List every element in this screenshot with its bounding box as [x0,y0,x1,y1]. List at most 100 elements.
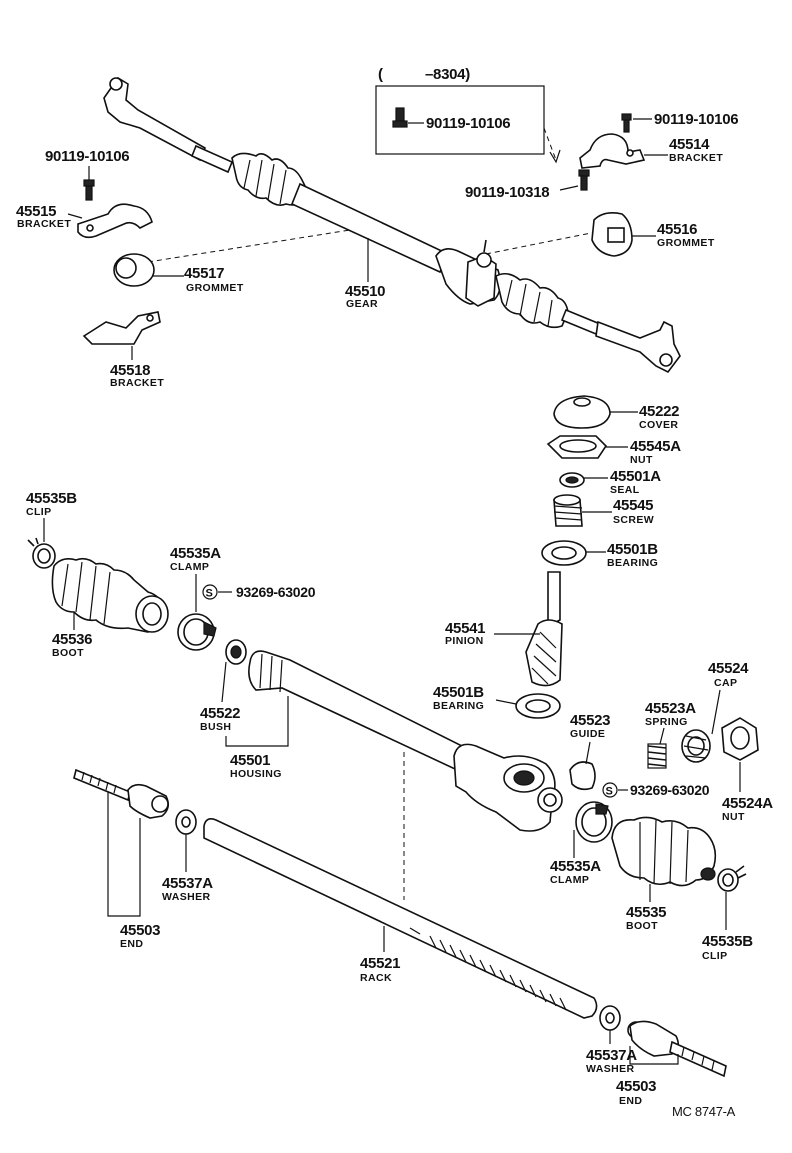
guide-45523-drawing [569,761,596,791]
part-name: SEAL [610,484,640,496]
bush-45522-drawing [225,639,247,665]
part-name: CLAMP [550,874,589,886]
part-number: 45514 [669,136,710,153]
part-number: 45524 [708,660,749,677]
part-number: 45524A [722,795,773,812]
boot-45536-drawing [51,557,169,633]
part-number: 45515 [16,203,56,220]
cap-45524-drawing [681,729,711,763]
clamp-45535A-left-drawing [177,613,217,651]
housing-45501-drawing [248,650,563,900]
grommet-45516-drawing [591,212,633,257]
bolt-icon [578,169,590,191]
part-name: BRACKET [110,377,164,389]
part-number: 45517 [184,265,224,282]
part-number: 90119-10106 [426,115,510,132]
diagram-code: MC 8747-A [672,1104,736,1119]
part-name: BRACKET [669,152,723,164]
bracket-45514-drawing [579,133,646,169]
part-number: 45535A [550,858,601,875]
nut-45545A-drawing [546,435,608,459]
part-number: 93269-63020 [630,782,710,798]
part-name: NUT [722,811,745,823]
clamp-45535A-right-drawing [575,801,613,843]
part-number: 90119-10318 [465,184,549,201]
service-mark-93269-upper: S 93269-63020 [202,584,316,600]
part-number: 45523A [645,700,696,717]
part-number: 45516 [657,221,697,238]
part-number: 45535B [26,490,77,507]
clip-45535B-left-drawing [27,537,56,569]
bearing-45501B-upper-drawing [541,540,587,566]
part-name: GUIDE [570,728,605,740]
part-name: CAP [714,677,737,689]
part-number: 45545A [630,438,681,455]
part-name: END [619,1095,642,1107]
part-name: SPRING [645,716,688,728]
part-number: 90119-10106 [45,148,129,165]
part-name: BRACKET [17,218,71,230]
part-name: CLAMP [170,561,209,573]
part-number: 45537A [586,1047,637,1064]
rack-45521-drawing [203,818,598,1019]
spring-45523A-drawing [647,743,667,769]
part-name: END [120,938,143,950]
part-name: NUT [630,454,653,466]
part-number: 45541 [445,620,485,637]
part-name: BEARING [607,557,658,569]
part-name: COVER [639,419,678,431]
part-name: BEARING [433,700,484,712]
part-name: CLIP [702,950,728,962]
part-name: GEAR [346,298,378,310]
part-number: 45536 [52,631,92,648]
bolt-icon [83,179,95,201]
steering-gear-assembly-drawing [103,76,681,374]
part-number: 45222 [639,403,679,420]
service-mark-icon: S [206,588,214,600]
bearing-45501B-lower-drawing [515,693,561,719]
tie-rod-end-left-drawing [73,768,170,819]
part-name: WASHER [586,1063,635,1075]
part-number: 93269-63020 [236,584,316,600]
part-name: WASHER [162,891,211,903]
part-number: 45510 [345,283,385,300]
clip-45535B-right-drawing [717,865,747,892]
part-number: 45518 [110,362,150,379]
part-number: 45523 [570,712,610,729]
part-name: BOOT [52,647,84,659]
part-number: 45521 [360,955,400,972]
tie-rod-end-right-drawing [627,1020,727,1078]
pinion-45541-drawing [525,571,563,687]
part-number: 45501 [230,752,270,769]
part-number: 45535B [702,933,753,950]
part-name: GROMMET [186,282,244,294]
bracket-45515-drawing [77,203,153,239]
bolt-icon [621,113,632,133]
washer-45537A-right-drawing [599,1005,621,1031]
part-number: 90119-10106 [654,111,738,128]
part-number: 45537A [162,875,213,892]
part-number: 45501B [433,684,484,701]
part-number: 45503 [616,1078,656,1095]
bracket-45518-drawing [82,311,161,345]
bolt-icon [392,107,408,128]
date-range-box [375,85,545,155]
service-mark-icon: S [606,786,614,798]
grommet-45517-drawing [113,253,155,287]
part-name: RACK [360,972,392,984]
nut-45524A-drawing [721,717,759,761]
part-number: 45545 [613,497,653,514]
date-range-code: –8304) [425,66,470,83]
part-number: 45501A [610,468,661,485]
cover-45222-drawing [553,395,611,429]
washer-45537A-left-drawing [175,809,197,835]
seal-45501A-drawing [559,472,585,488]
boot-45535-drawing [611,816,717,887]
part-number: 45535A [170,545,221,562]
service-mark-93269-lower: S 93269-63020 [602,782,710,798]
part-name: PINION [445,635,484,647]
part-number: 45503 [120,922,160,939]
part-name: HOUSING [230,768,282,780]
